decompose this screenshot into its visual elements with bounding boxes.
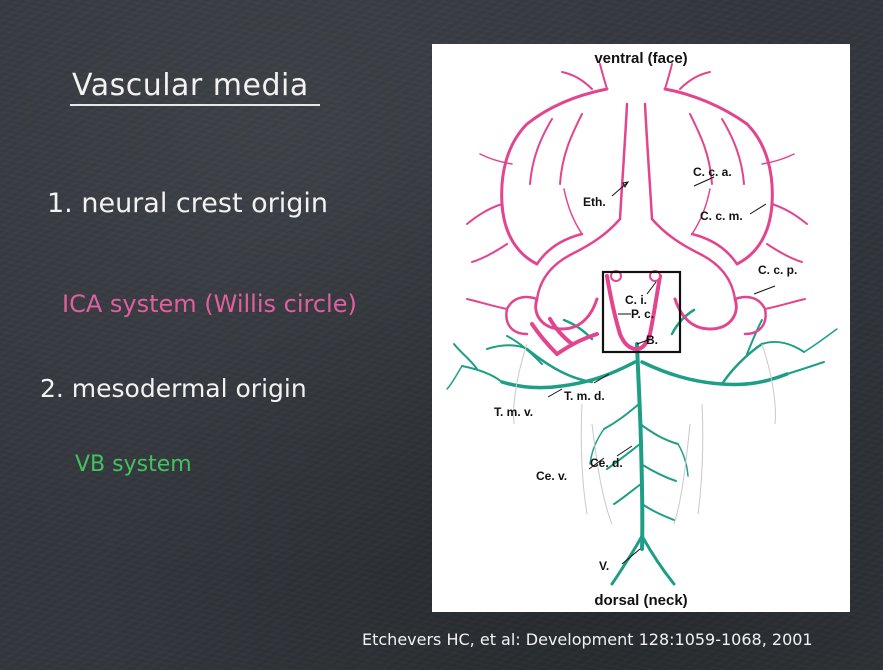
title-underline bbox=[70, 104, 320, 106]
ci-label: C. i. bbox=[625, 293, 647, 307]
eth-label: Eth. bbox=[583, 195, 606, 209]
ventral-label: ventral (face) bbox=[594, 50, 687, 67]
slide-title: Vascular media bbox=[72, 68, 309, 103]
pc-label: P. c. bbox=[631, 307, 654, 321]
citation: Etchevers HC, et al: Development 128:105… bbox=[362, 630, 813, 649]
vascular-figure: ventral (face) dorsal (neck) Eth. C. c. … bbox=[432, 44, 850, 612]
ced-label: Ce. d. bbox=[590, 456, 623, 470]
b-label: B. bbox=[646, 333, 658, 347]
vb-system-label: VB system bbox=[75, 452, 192, 477]
tmv-label: T. m. v. bbox=[494, 405, 533, 419]
cev-label: Ce. v. bbox=[536, 469, 567, 483]
list-item-mesodermal: 2. mesodermal origin bbox=[40, 374, 307, 403]
vascular-diagram: ventral (face) dorsal (neck) Eth. C. c. … bbox=[432, 44, 850, 612]
cca-label: C. c. a. bbox=[693, 165, 732, 179]
ccm-label: C. c. m. bbox=[700, 209, 743, 223]
tmd-label: T. m. d. bbox=[564, 389, 605, 403]
ccp-label: C. c. p. bbox=[758, 263, 797, 277]
faint-vessels bbox=[514, 344, 776, 524]
v-label: V. bbox=[599, 559, 609, 573]
list-item-neural-crest: 1. neural crest origin bbox=[47, 188, 328, 219]
ica-system-label: ICA system (Willis circle) bbox=[62, 290, 357, 318]
dorsal-label: dorsal (neck) bbox=[594, 592, 687, 609]
